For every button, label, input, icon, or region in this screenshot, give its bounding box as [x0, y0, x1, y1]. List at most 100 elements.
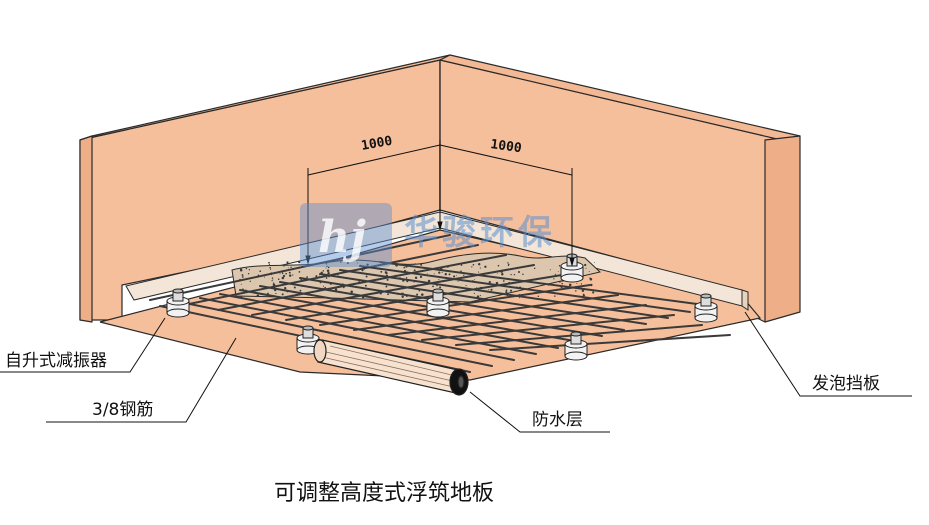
rebar-bar — [379, 261, 713, 307]
speckle — [327, 271, 330, 275]
speckle — [412, 263, 415, 266]
speckle — [478, 263, 481, 266]
speckle — [387, 293, 390, 296]
speckle — [380, 270, 383, 273]
speckle — [420, 263, 423, 266]
speckle — [418, 289, 421, 292]
speckle — [561, 282, 563, 285]
speckle — [269, 267, 272, 269]
label-foam-board: 发泡挡板 — [812, 374, 880, 394]
speckle — [490, 288, 493, 291]
speckle — [594, 262, 595, 263]
walls — [79, 54, 801, 323]
speckle — [241, 274, 244, 276]
speckle — [327, 266, 330, 269]
isolator — [694, 293, 718, 323]
speckle — [471, 266, 473, 268]
leader-lines — [0, 311, 912, 433]
speckle — [554, 273, 556, 276]
speckle — [554, 295, 556, 297]
speckle — [281, 293, 284, 296]
speckle — [322, 270, 325, 272]
speckle — [560, 280, 563, 282]
speckle — [438, 271, 441, 274]
left-wall-end — [79, 135, 93, 323]
speckle — [272, 279, 274, 281]
speckle — [448, 273, 451, 276]
rebar-bar — [353, 294, 619, 331]
speckle — [325, 277, 328, 279]
speckle — [385, 285, 388, 288]
speckle — [484, 265, 487, 268]
leader-foam-board — [744, 311, 912, 397]
isolator — [166, 288, 190, 318]
watermark-logo-text: 华骏环保 — [404, 213, 556, 253]
speckle — [247, 272, 250, 275]
speckle — [271, 277, 274, 279]
speckle — [495, 281, 499, 285]
speckle — [268, 261, 270, 264]
speckle — [488, 289, 490, 291]
speckle — [421, 293, 424, 296]
speckle — [581, 289, 585, 293]
rebar-bar — [299, 277, 625, 331]
rebar-bar — [489, 334, 731, 351]
speckle — [288, 274, 292, 277]
speckle — [286, 261, 289, 264]
svg-text:hj: hj — [318, 212, 366, 263]
speckle — [284, 287, 287, 290]
speckle — [460, 264, 463, 266]
watermark-logo: hj 华骏环保 — [300, 203, 556, 267]
speckle — [306, 276, 308, 278]
speckle — [585, 267, 587, 269]
speckle — [505, 291, 508, 294]
speckle — [507, 264, 510, 267]
speckle — [293, 286, 296, 289]
speckle — [245, 267, 248, 270]
speckle — [350, 290, 353, 294]
speckle — [315, 275, 318, 278]
speckle — [288, 267, 289, 269]
speckle — [510, 273, 512, 276]
speckle — [438, 278, 440, 281]
speckle — [592, 291, 595, 294]
speckle — [509, 289, 513, 292]
speckle — [416, 293, 419, 296]
speckle — [463, 274, 465, 276]
speckle — [325, 263, 328, 265]
speckle — [356, 262, 358, 264]
rebar-bar — [149, 234, 451, 301]
speckle — [507, 262, 509, 264]
speckle — [302, 263, 304, 266]
speckle — [240, 283, 242, 285]
speckle — [501, 272, 504, 276]
speckle — [475, 286, 477, 288]
speckle — [513, 273, 516, 276]
speckle — [473, 292, 476, 294]
speckle — [275, 292, 277, 295]
rebar-bar — [179, 301, 493, 367]
diagram-caption: 可调整高度式浮筑地板 — [274, 481, 494, 506]
speckle — [365, 275, 368, 278]
isolator — [426, 288, 450, 318]
leader-waterproof — [469, 391, 610, 433]
leader-isolator — [0, 317, 166, 373]
rebar-bar — [239, 289, 559, 349]
speckle — [588, 271, 590, 272]
speckle — [479, 294, 481, 297]
speckle — [537, 295, 540, 298]
speckle — [497, 264, 500, 267]
speckle — [479, 267, 481, 269]
speckle — [299, 289, 302, 292]
speckle — [259, 270, 262, 273]
speckle — [518, 271, 520, 273]
speckle — [364, 284, 367, 287]
speckle — [366, 263, 369, 266]
speckle — [268, 263, 270, 266]
speckle — [472, 263, 475, 266]
speckle — [582, 294, 585, 297]
waterproof-roll — [313, 339, 469, 396]
speckle — [386, 278, 389, 281]
speckle — [576, 282, 578, 284]
